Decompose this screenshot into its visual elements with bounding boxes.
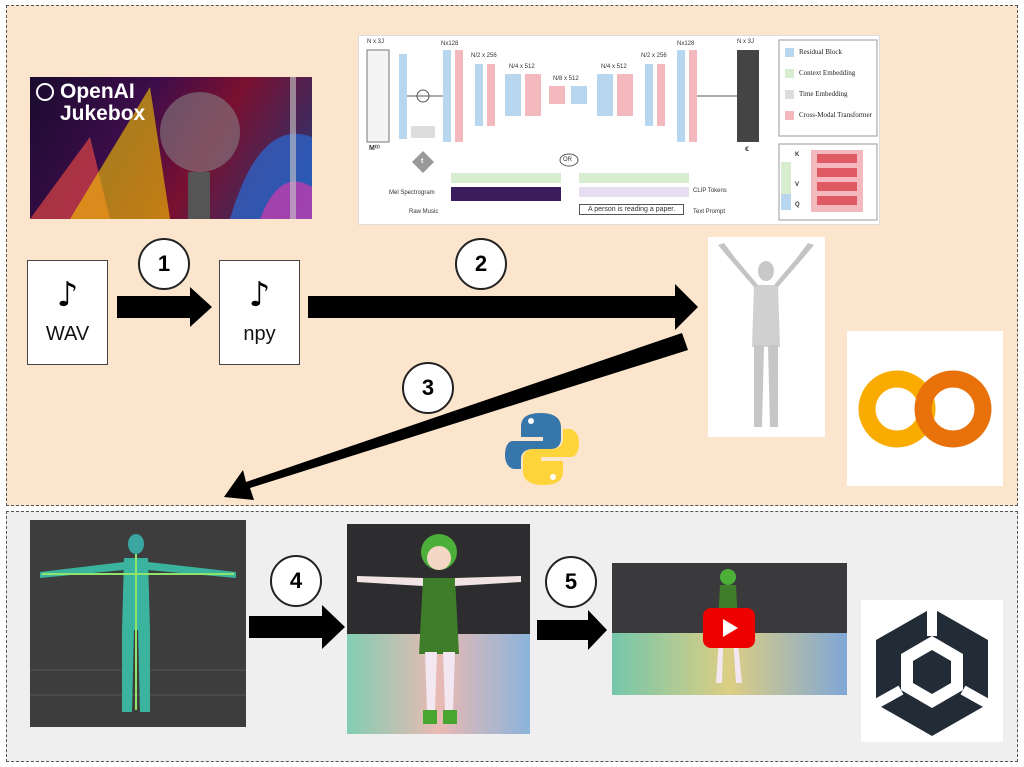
jukebox-product: Jukebox bbox=[60, 102, 146, 125]
jukebox-brand: OpenAI bbox=[60, 80, 135, 103]
human-mesh-image bbox=[708, 237, 825, 437]
step-3-badge: 3 bbox=[402, 362, 454, 414]
skeleton-rig-image bbox=[30, 520, 246, 727]
time-label: t bbox=[421, 158, 424, 165]
dim-label-4: N/8 x 512 bbox=[553, 76, 579, 82]
openai-logo-icon bbox=[36, 83, 54, 101]
legend-residual-block: Residual Block bbox=[799, 48, 842, 56]
colab-logo-icon bbox=[847, 331, 1003, 486]
anime-avatar-tpose-image bbox=[347, 524, 530, 734]
dim-label-6: N/2 x 256 bbox=[641, 53, 667, 59]
text-prompt-label: Text Prompt bbox=[693, 209, 726, 215]
or-label: OR bbox=[563, 157, 572, 163]
text-prompt-box: A person is reading a paper. bbox=[579, 204, 685, 215]
npy-label: npy bbox=[243, 323, 276, 345]
dim-label-7: Nx128 bbox=[677, 41, 695, 47]
dim-label-input: N x 3J bbox=[367, 39, 385, 45]
step-2-badge: 2 bbox=[455, 238, 507, 290]
dim-label-1: Nx128 bbox=[441, 41, 459, 47]
step-4-badge: 4 bbox=[270, 555, 322, 607]
jukebox-title: OpenAI Jukebox bbox=[60, 81, 145, 125]
dim-label-5: N/4 x 512 bbox=[601, 64, 627, 70]
openai-jukebox-image: OpenAI Jukebox bbox=[30, 77, 312, 219]
dim-label-output: N x 3J bbox=[737, 39, 755, 45]
dance-video-thumbnail[interactable] bbox=[612, 563, 847, 695]
step-1-badge: 1 bbox=[138, 238, 190, 290]
dim-label-3: N/4 x 512 bbox=[509, 64, 535, 70]
model-architecture-diagram: N x 3J Nx128 N/2 x 256 N/4 x 512 N/8 x 5… bbox=[358, 35, 880, 225]
wav-label: WAV bbox=[45, 323, 90, 345]
youtube-play-icon[interactable] bbox=[703, 608, 755, 648]
python-logo-icon bbox=[505, 409, 579, 489]
mel-spectrogram-label: Mel Spectrogram bbox=[389, 190, 435, 196]
legend-cross-modal-transformer: Cross-Modal Transformer bbox=[799, 111, 872, 119]
music-note-icon: ♪ bbox=[56, 275, 79, 315]
wav-file-box: ♪ WAV bbox=[27, 260, 108, 365]
step-5-badge: 5 bbox=[545, 556, 597, 608]
raw-music-label: Raw Music bbox=[409, 209, 439, 215]
k-label: K bbox=[795, 152, 800, 158]
unity-logo-icon bbox=[861, 600, 1003, 742]
epsilon-label: ϵ bbox=[745, 144, 749, 153]
motion-label: M⁽ᵗ⁾ bbox=[369, 145, 380, 152]
music-note-icon: ♪ bbox=[248, 275, 271, 315]
npy-file-box: ♪ npy bbox=[219, 260, 300, 365]
dim-label-2: N/2 x 256 bbox=[471, 53, 497, 59]
legend-context-embedding: Context Embedding bbox=[799, 69, 856, 77]
legend-time-embedding: Time Embedding bbox=[799, 90, 848, 98]
v-label: V bbox=[795, 182, 800, 188]
clip-tokens-label: CLIP Tokens bbox=[693, 188, 727, 194]
q-label: Q bbox=[795, 202, 800, 208]
